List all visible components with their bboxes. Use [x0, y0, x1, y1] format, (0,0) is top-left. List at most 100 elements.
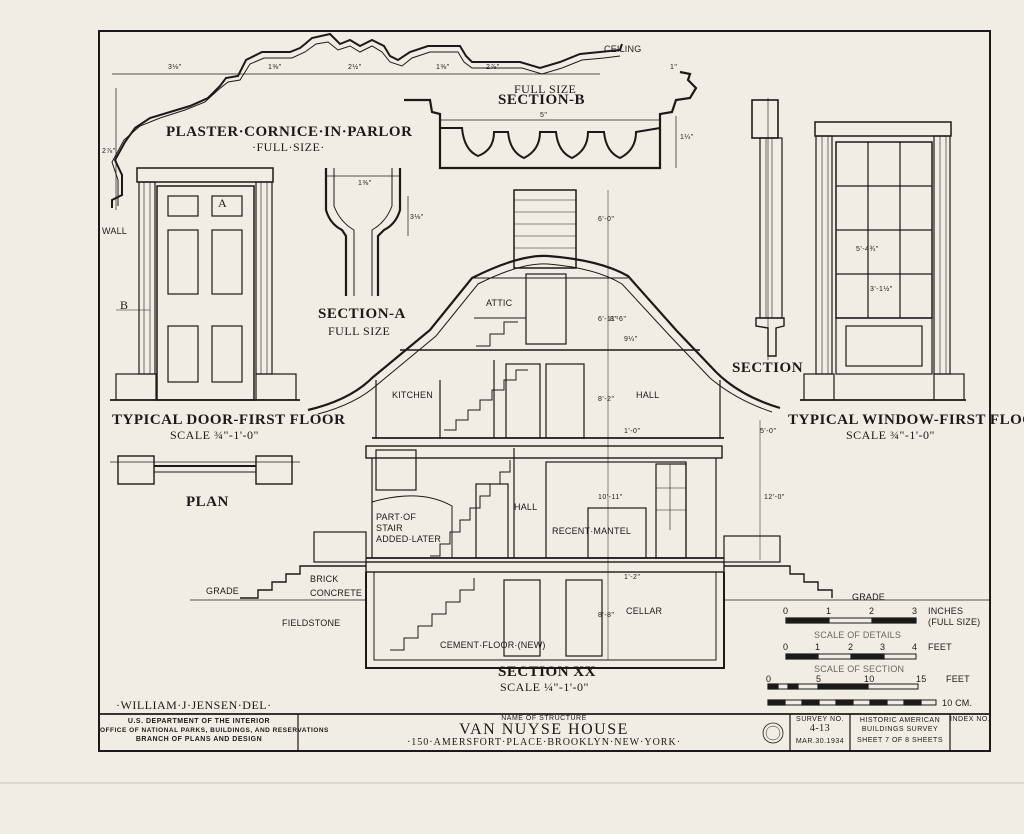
section-b-profile	[404, 70, 698, 170]
feet4-tick: 1	[815, 642, 821, 652]
inch-tick: 3	[912, 606, 918, 616]
dim-label: 1¼"	[680, 134, 694, 141]
section-xx-building	[190, 189, 990, 669]
hall-upper-label: HALL	[636, 390, 660, 400]
grade-right-label: GRADE	[852, 592, 886, 602]
ceiling-label: CEILING	[604, 44, 642, 54]
dim-label: 3⅛"	[410, 214, 424, 221]
dim-label: 5'-4¾"	[856, 246, 879, 253]
typical-window-elevation	[800, 121, 966, 401]
section-b-title: SECTION-B	[498, 92, 586, 108]
cellar-label: CELLAR	[626, 606, 663, 616]
cornice-profile	[111, 32, 623, 208]
door-scale: SCALE ¾"-1'-0"	[170, 428, 259, 442]
feet15-tick: 0	[766, 674, 772, 684]
fieldstone-label: FIELDSTONE	[282, 618, 341, 628]
dim-label: 1⅜"	[268, 64, 282, 71]
brick-label: BRICK	[310, 574, 339, 584]
inch-tick: 2	[869, 606, 875, 616]
concrete-label: CONCRETE	[310, 588, 363, 598]
inches-unit: INCHES (FULL SIZE)	[928, 606, 981, 627]
door-marker-a: A	[218, 196, 228, 210]
dim-label: 1'-0"	[624, 428, 641, 435]
window-scale: SCALE ¾"-1'-0"	[846, 428, 935, 442]
cornice-title: PLASTER·CORNICE·IN·PARLOR	[166, 124, 413, 140]
dim-label: 1⅜"	[358, 180, 372, 187]
dim-label: 1⅜"	[436, 64, 450, 71]
foundation-wall	[365, 572, 725, 669]
survey-number: 4-13	[809, 723, 831, 734]
feet4-tick: 0	[783, 642, 789, 652]
cornice-scale: ·FULL·SIZE·	[252, 140, 325, 154]
dim-label: 3⅛"	[168, 64, 182, 71]
delineator: ·WILLIAM·J·JENSEN·DEL·	[116, 698, 272, 712]
wall-label: WALL	[102, 226, 127, 236]
dim-label: 8'-8"	[598, 612, 615, 619]
habs-line-2: BUILDINGS SURVEY	[861, 726, 939, 733]
dept-line-2: OFFICE OF NATIONAL PARKS, BUILDINGS, AND…	[100, 727, 329, 734]
dim-label: 12'-0"	[764, 494, 785, 501]
section-scale-label: SCALE OF SECTION	[814, 664, 905, 674]
dim-label: 6'-11"	[598, 316, 619, 323]
section-xx-title: SECTION XX	[498, 664, 596, 680]
habs-seal-inner	[765, 725, 781, 741]
recent-mantel-label: RECENT·MANTEL	[552, 526, 632, 536]
section-a-title: SECTION-A	[318, 306, 406, 322]
inch-tick: 0	[783, 606, 789, 616]
dim-label: 2½"	[348, 64, 362, 71]
right-exterior-steps	[724, 565, 833, 598]
hall-lower-label: HALL	[514, 502, 538, 512]
part-of-stair-label: PART·OF STAIR ADDED·LATER	[376, 512, 442, 544]
dim-label: 2⅞"	[486, 64, 500, 71]
feet4-tick: 3	[880, 642, 886, 652]
door-title: TYPICAL DOOR-FIRST FLOOR	[112, 412, 346, 428]
dim-label: 10'-11"	[598, 494, 623, 501]
sheet-border	[98, 30, 991, 752]
feet4-unit: FEET	[928, 642, 952, 652]
section-b-dentils	[440, 127, 661, 160]
feet15-tick: 5	[816, 674, 822, 684]
cornice-profile-inner	[111, 41, 621, 206]
roof-outline	[307, 254, 781, 412]
inch-tick: 1	[826, 606, 832, 616]
dim-label: 3'-1½"	[870, 286, 893, 293]
dim-label: 5'-0"	[760, 428, 777, 435]
index-caption: INDEX NO.	[950, 716, 991, 723]
habs-line-1: HISTORIC AMERICAN	[859, 717, 941, 724]
feet15-tick: 15	[916, 674, 927, 684]
graphic-scales	[767, 617, 937, 706]
kitchen-label: KITCHEN	[392, 390, 433, 400]
survey-date: MAR.30.1934	[795, 738, 845, 745]
left-exterior-steps	[240, 565, 366, 599]
structure-name-caption: NAME OF STRUCTURE	[501, 715, 587, 722]
door-marker-b: B	[120, 298, 129, 312]
section-xx-scale: SCALE ¼"-1'-0"	[500, 680, 589, 694]
door-plan	[110, 455, 300, 485]
section-a-profile	[324, 168, 402, 296]
dim-label: 8'-2"	[598, 396, 615, 403]
feet15-unit: FEET	[946, 674, 970, 684]
dim-label: 2⅞"	[102, 148, 116, 155]
attic-label: ATTIC	[486, 298, 513, 308]
structure-name: VAN NUYSE HOUSE	[459, 721, 629, 738]
grade-left-label: GRADE	[206, 586, 240, 596]
dim-label: 8'-6"	[610, 316, 627, 323]
feet4-tick: 4	[912, 642, 918, 652]
survey-caption: SURVEY NO.	[796, 716, 844, 723]
dept-line-3: BRANCH OF PLANS AND DESIGN	[135, 736, 263, 743]
dim-label: 5"	[540, 112, 548, 119]
habs-seal	[762, 722, 784, 744]
dim-label: 9¼"	[624, 336, 638, 343]
typical-door-elevation	[110, 167, 300, 401]
plan-title: PLAN	[186, 494, 229, 510]
details-scale-label: SCALE OF DETAILS	[814, 630, 902, 640]
structure-address: ·150·AMERSFORT·PLACE·BROOKLYN·NEW·YORK·	[406, 737, 682, 748]
window-section-detail	[751, 98, 785, 360]
dim-label: 6'-0"	[598, 216, 615, 223]
section-b-size: FULL SIZE	[514, 82, 577, 96]
window-title: TYPICAL WINDOW-FIRST FLOOR	[788, 412, 1024, 428]
dept-line-1: U.S. DEPARTMENT OF THE INTERIOR	[127, 718, 271, 725]
feet15-tick: 10	[864, 674, 875, 684]
window-section-title: SECTION	[732, 360, 804, 376]
